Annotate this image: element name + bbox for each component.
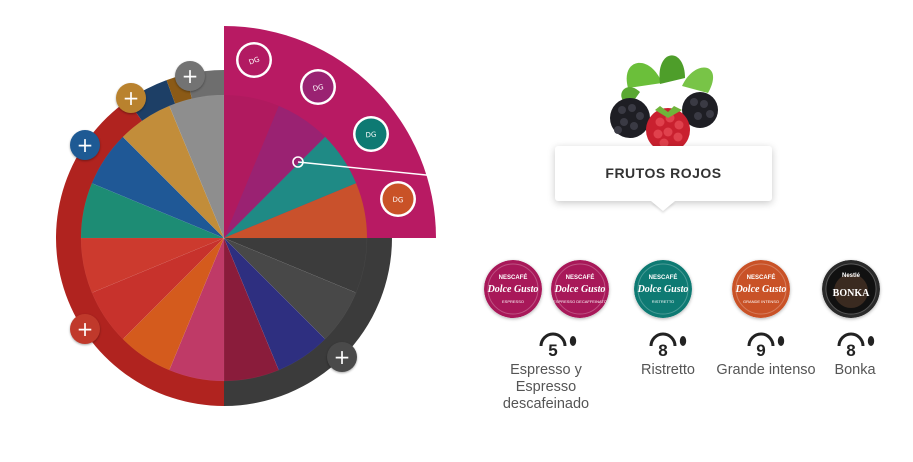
svg-text:DG: DG [365, 131, 376, 140]
capsule-sub: ESPRESSO DECAFFEINATO [553, 299, 607, 304]
capsule-0-0[interactable]: NESCAFÉ Dolce Gusto ESPRESSO [484, 260, 542, 318]
selected-sector-slice-2[interactable] [224, 136, 357, 238]
capsule-1-0[interactable]: NESCAFÉ Dolce Gusto RISTRETTO [634, 260, 692, 318]
svg-text:DG: DG [248, 55, 261, 66]
sector-capsule-2: DG [353, 116, 389, 152]
ring-arc-dark[interactable] [224, 238, 392, 406]
intensity-value: 8 [846, 341, 855, 360]
capsule-brand: BONKA [833, 288, 870, 299]
product-name[interactable]: Bonka [834, 362, 876, 378]
sector-capsule-1: DG [300, 69, 336, 105]
selected-category-sector[interactable] [224, 26, 436, 238]
capsule-brand: Dolce Gusto [487, 284, 539, 295]
svg-text:DG: DG [312, 83, 324, 93]
ring-arc-blue[interactable] [127, 80, 176, 122]
wheel-slice-13[interactable] [91, 136, 225, 239]
selected-sector-slice-3[interactable] [224, 183, 367, 238]
capsule-sub: RISTRETTO [652, 299, 675, 304]
coffee-bean-icon [777, 336, 785, 346]
capsule-brand: Dolce Gusto [637, 284, 689, 295]
intensity-indicator: 9 [745, 332, 795, 360]
pointer-dot [292, 156, 304, 168]
capsule-brand-top: Nestlé [842, 273, 861, 279]
intensity-value: 9 [756, 341, 765, 360]
expand-dark-button[interactable]: + [327, 342, 357, 372]
category-title: FRUTOS ROJOS [605, 165, 722, 181]
product-name[interactable]: Ristretto [641, 362, 695, 378]
capsule-sub: GRANDE INTENSO [743, 299, 779, 304]
wheel-slice-11[interactable] [80, 237, 225, 294]
capsule-2-0[interactable]: NESCAFÉ Dolce Gusto GRANDE INTENSO [732, 260, 790, 318]
capsule-sub: ESPRESSO [502, 299, 524, 304]
intensity-indicator: 5 [537, 332, 587, 360]
intensity-indicator: 8 [647, 332, 697, 360]
intensity-value: 8 [658, 341, 667, 360]
capsule-0-1[interactable]: NESCAFÉ Dolce Gusto ESPRESSO DECAFFEINAT… [551, 260, 609, 318]
pointer-line [297, 161, 437, 177]
coffee-bean-icon [867, 336, 875, 346]
capsule-brand: Dolce Gusto [735, 284, 787, 295]
sector-capsule-0: DG [236, 42, 272, 78]
coffee-bean-icon [569, 336, 577, 346]
capsule-brand: Dolce Gusto [554, 284, 606, 295]
wheel-slice-12[interactable] [80, 182, 225, 239]
wheel-slice-5[interactable] [223, 237, 357, 340]
expand-gold-button[interactable]: + [116, 83, 146, 113]
sector-capsules: DG DG DG DG [236, 42, 416, 217]
wheel-slice-10[interactable] [91, 237, 225, 340]
capsule-brand-top: NESCAFÉ [499, 273, 528, 281]
capsule-brand-top: NESCAFÉ [747, 273, 776, 281]
capsule-3-0[interactable]: Nestlé BONKA [822, 260, 880, 318]
intensity-indicator: 8 [835, 332, 885, 360]
category-tooltip: FRUTOS ROJOS [555, 146, 772, 201]
expand-red-button[interactable]: + [70, 314, 100, 344]
intensity-value: 5 [548, 341, 557, 360]
svg-text:DG: DG [392, 196, 403, 205]
sector-capsule-3: DG [380, 181, 416, 217]
capsule-brand-top: NESCAFÉ [649, 273, 678, 281]
expand-gray-button[interactable]: + [175, 61, 205, 91]
wheel-slice-9[interactable] [122, 237, 225, 371]
coffee-bean-icon [679, 336, 687, 346]
wheel-slice-15[interactable] [168, 94, 225, 239]
selected-sector-slice-1[interactable] [224, 105, 326, 238]
wheel-slice-8[interactable] [168, 237, 225, 382]
selected-sector-slice-0[interactable] [224, 95, 279, 238]
wheel-slice-14[interactable] [122, 105, 225, 239]
color-wheel[interactable]: DG DG DG DG [0, 0, 500, 462]
wheel-slice-6[interactable] [223, 237, 326, 371]
wheel-slice-7[interactable] [223, 237, 280, 382]
expand-blue-button[interactable]: + [70, 130, 100, 160]
red-berries-image [610, 55, 718, 152]
product-name[interactable]: Grande intenso [716, 362, 816, 378]
wheel-slice-4[interactable] [223, 237, 368, 294]
capsule-brand-top: NESCAFÉ [566, 273, 595, 281]
